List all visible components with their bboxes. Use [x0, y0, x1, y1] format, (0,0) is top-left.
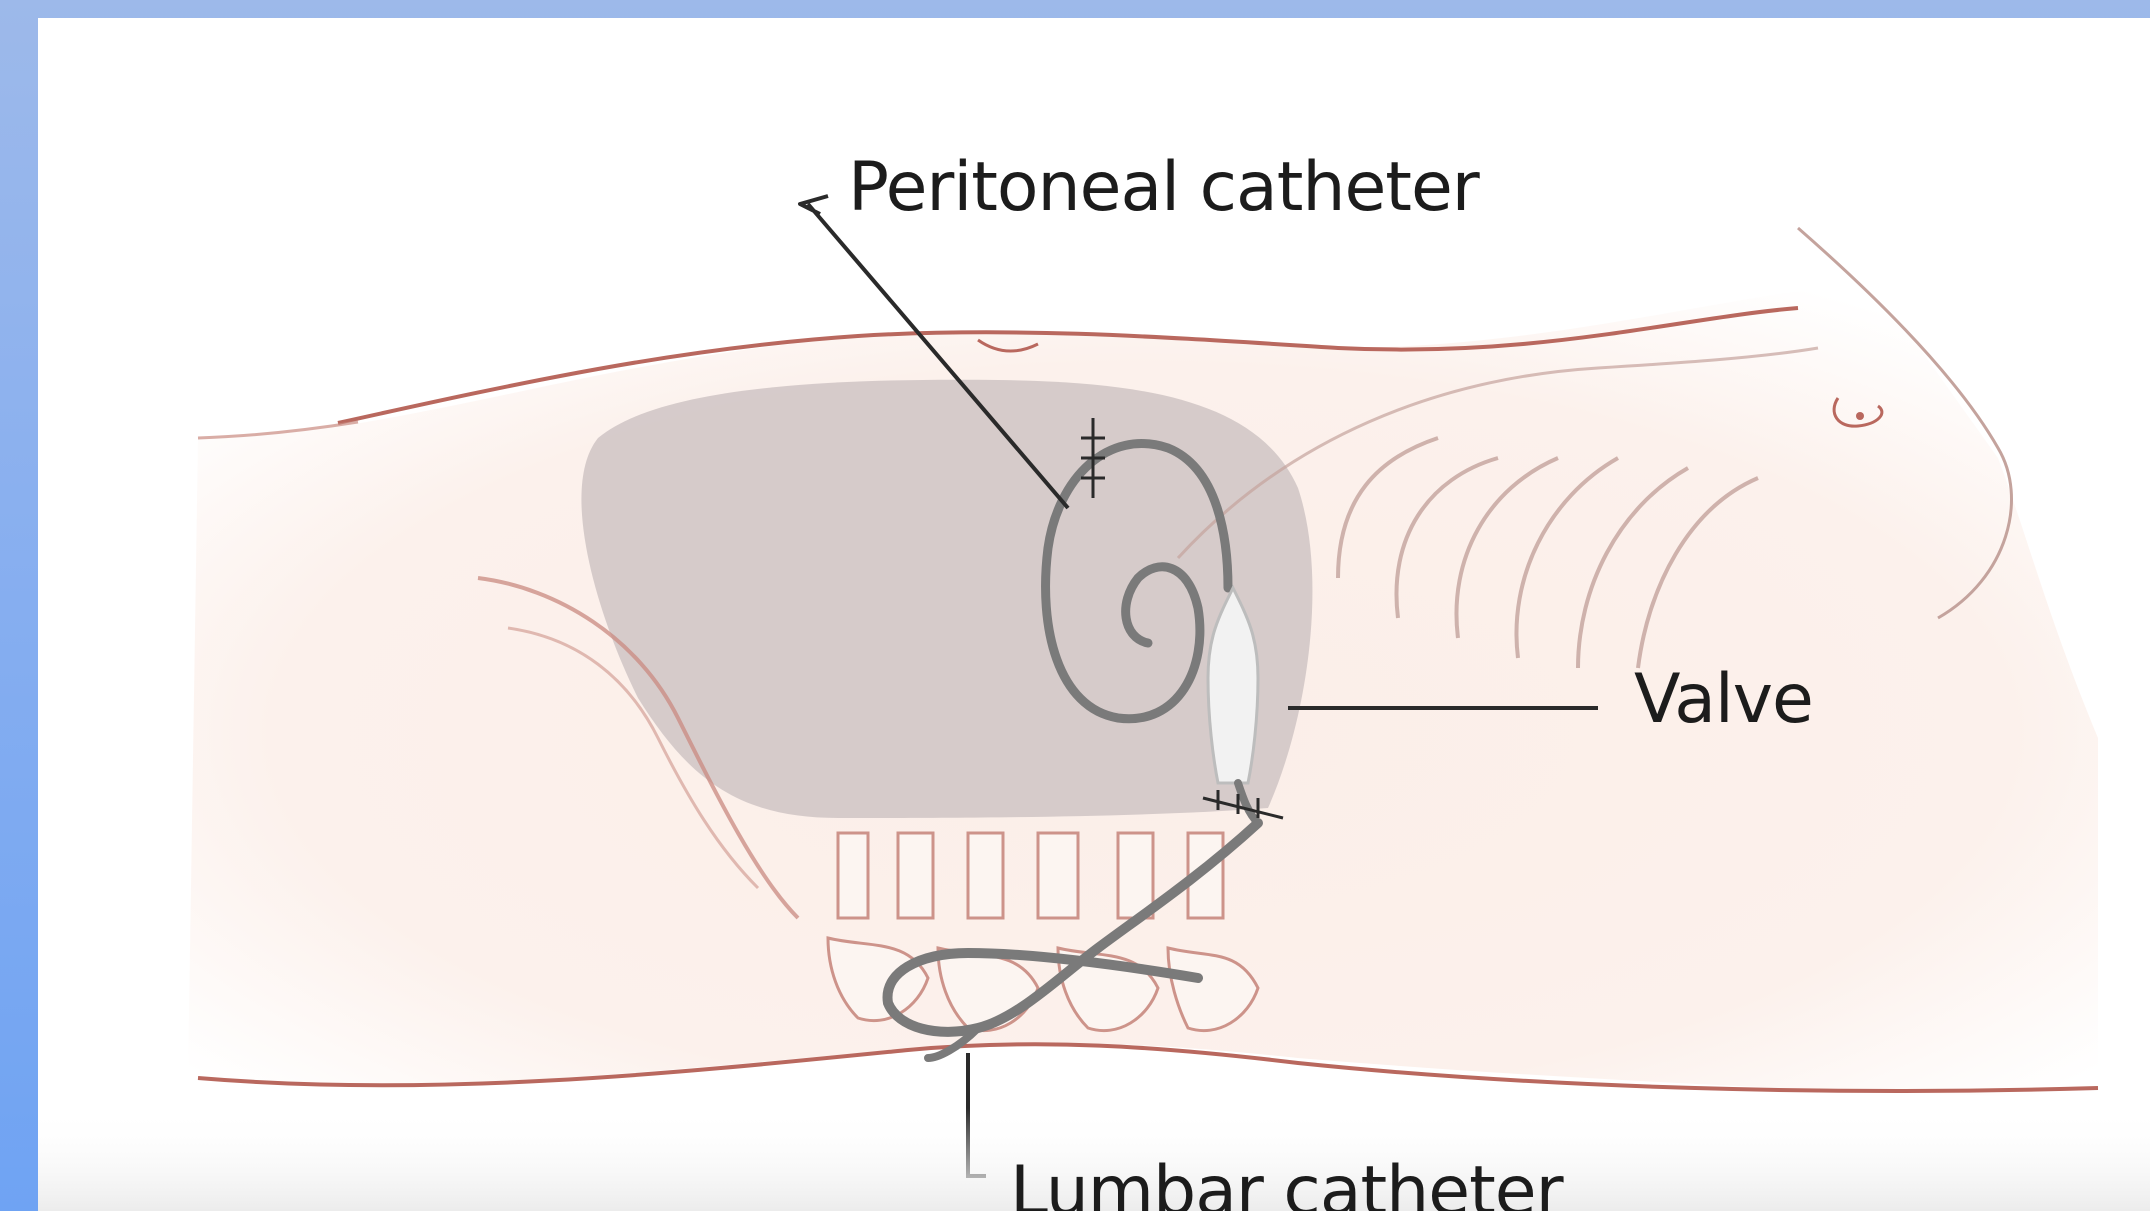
illustration-canvas: Peritoneal catheter Valve Lumbar cathete… — [38, 18, 2150, 1211]
abdominal-region — [581, 380, 1312, 818]
lumbar-catheter-label: Lumbar catheter — [1010, 1158, 1563, 1211]
peritoneal-catheter-label: Peritoneal catheter — [848, 154, 1479, 222]
nipple-dot — [1856, 412, 1864, 420]
valve-label: Valve — [1634, 666, 1813, 734]
